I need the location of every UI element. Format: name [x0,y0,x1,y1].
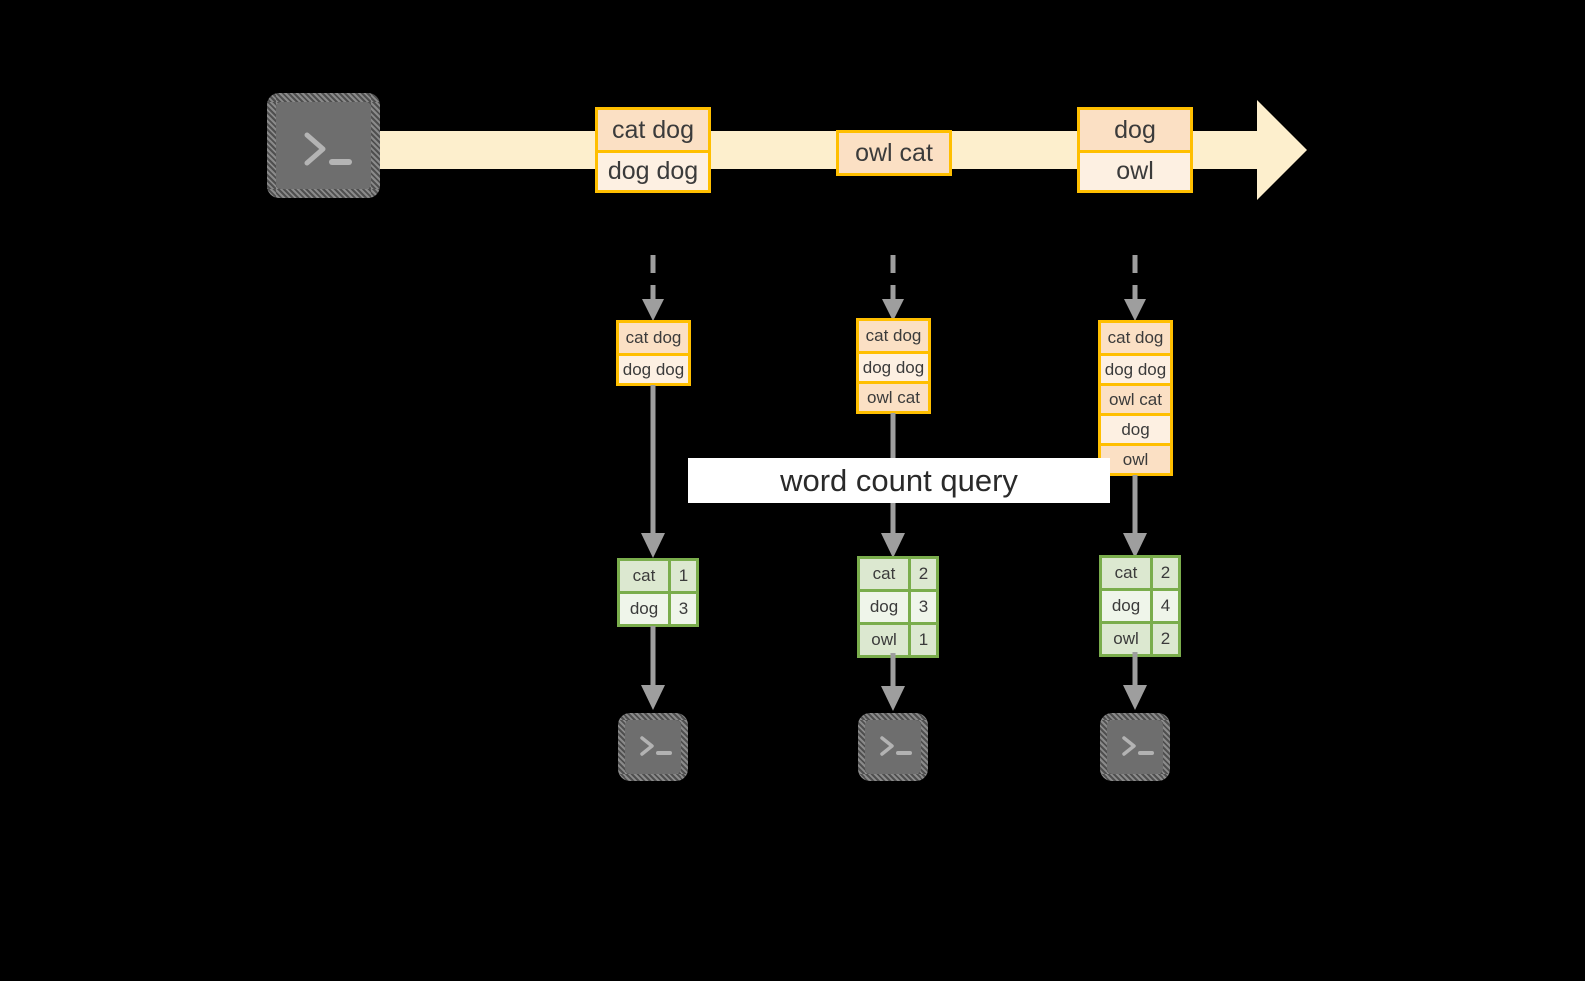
result-word: owl [1102,624,1150,654]
stream-record-1[interactable]: cat dog dog dog [595,107,711,193]
terminal-prompt-icon [1122,736,1154,756]
dashed-connector-column-2 [878,255,908,323]
stream-record-3[interactable]: dog owl [1077,107,1193,193]
input-line: cat dog [859,321,928,351]
result-count: 2 [908,559,936,589]
source-terminal-icon[interactable] [267,93,380,198]
query-connector-column-1 [638,385,668,560]
stream-record-line: owl cat [839,133,949,173]
table-row: owl 1 [860,622,936,655]
query-label-band: word count query [688,458,1110,503]
sink-connector-column-2 [878,653,908,713]
result-count: 3 [908,592,936,622]
result-count: 2 [1150,624,1178,654]
table-row: cat 2 [1102,558,1178,588]
column-2-sink-terminal-icon[interactable] [858,713,928,781]
result-word: dog [620,594,668,624]
input-line: dog [1101,413,1170,443]
result-word: dog [860,592,908,622]
result-word: dog [1102,591,1150,621]
stream-record-line: cat dog [598,110,708,150]
column-2-result-table[interactable]: cat 2 dog 3 owl 1 [857,556,939,658]
query-label-text: word count query [780,462,1018,498]
input-line: owl [1101,443,1170,473]
table-row: owl 2 [1102,621,1178,654]
input-line: dog dog [619,353,688,383]
input-line: dog dog [1101,353,1170,383]
table-row: cat 2 [860,559,936,589]
result-count: 2 [1150,558,1178,588]
column-1-sink-terminal-icon[interactable] [618,713,688,781]
table-row: dog 3 [620,591,696,624]
input-line: cat dog [1101,323,1170,353]
table-row: dog 4 [1102,588,1178,621]
input-line: dog dog [859,351,928,381]
event-stream-arrowhead [1257,100,1307,200]
input-line: owl cat [1101,383,1170,413]
column-1-input-box[interactable]: cat dog dog dog [616,320,691,386]
terminal-prompt-icon [640,736,672,756]
result-word: cat [860,559,908,589]
column-3-input-box[interactable]: cat dog dog dog owl cat dog owl [1098,320,1173,476]
result-count: 1 [908,625,936,655]
query-connector-column-3 [1120,475,1150,560]
column-2-input-box[interactable]: cat dog dog dog owl cat [856,318,931,414]
terminal-screen [276,102,371,189]
dashed-connector-column-1 [638,255,668,323]
result-count: 1 [668,561,696,591]
result-count: 4 [1150,591,1178,621]
sink-connector-column-1 [638,626,668,712]
terminal-prompt-icon [880,736,912,756]
result-word: cat [1102,558,1150,588]
result-count: 3 [668,594,696,624]
stream-record-line: dog dog [598,150,708,190]
column-3-sink-terminal-icon[interactable] [1100,713,1170,781]
table-row: cat 1 [620,561,696,591]
stream-record-2[interactable]: owl cat [836,130,952,176]
stream-record-line: dog [1080,110,1190,150]
table-row: dog 3 [860,589,936,622]
result-word: cat [620,561,668,591]
column-1-result-table[interactable]: cat 1 dog 3 [617,558,699,627]
stream-record-line: owl [1080,150,1190,190]
terminal-prompt-icon [304,132,352,166]
column-3-result-table[interactable]: cat 2 dog 4 owl 2 [1099,555,1181,657]
sink-connector-column-3 [1120,652,1150,712]
input-line: cat dog [619,323,688,353]
dashed-connector-column-3 [1120,255,1150,323]
input-line: owl cat [859,381,928,411]
result-word: owl [860,625,908,655]
